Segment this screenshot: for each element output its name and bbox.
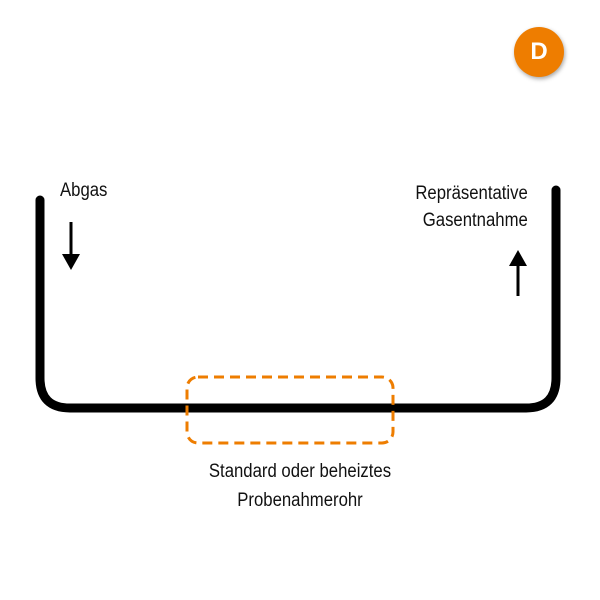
probe-label-line-1: Standard oder beheiztes bbox=[208, 461, 392, 482]
probe-label: Standard oder beheiztes Probenahmerohr bbox=[168, 457, 432, 515]
u-pipe bbox=[35, 185, 561, 413]
probe-label-line-2: Probenahmerohr bbox=[237, 490, 363, 511]
exhaust-label-text: Abgas bbox=[60, 180, 108, 201]
probe-highlight-box bbox=[185, 375, 395, 445]
exhaust-label: Abgas bbox=[60, 177, 107, 204]
sampling-label: Repräsentative Gasentnahme bbox=[416, 180, 528, 234]
sampling-label-line-1: Repräsentative bbox=[415, 183, 528, 204]
sampling-up-arrow-icon bbox=[509, 250, 527, 296]
sampling-label-line-2: Gasentnahme bbox=[422, 210, 528, 231]
exhaust-down-arrow-icon bbox=[62, 222, 80, 270]
section-badge: D bbox=[514, 27, 564, 77]
